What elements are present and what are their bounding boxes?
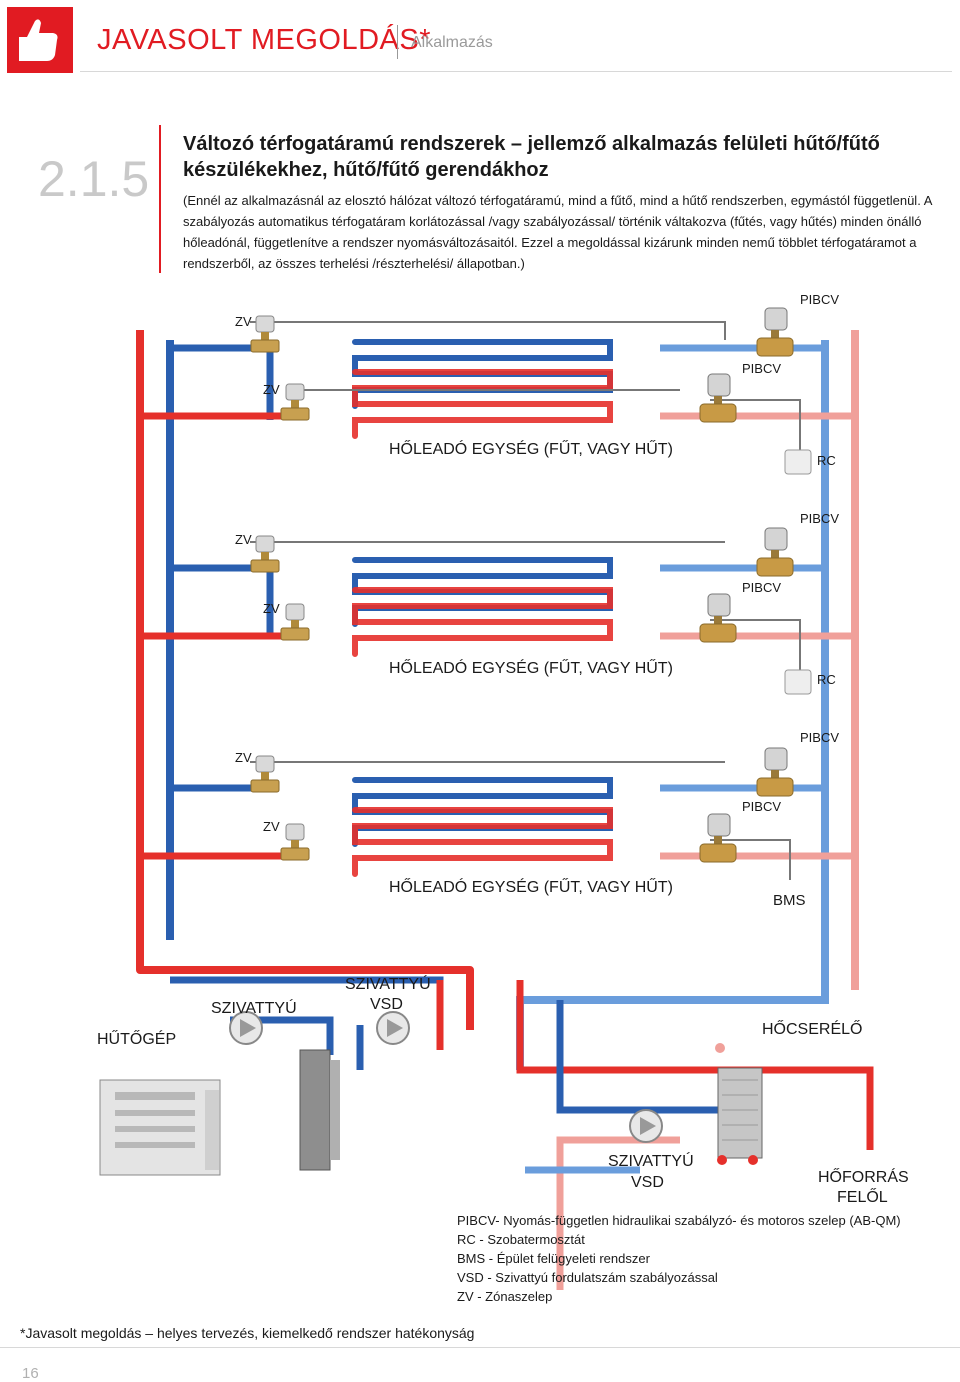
pump-label: SZIVATTYÚ <box>211 998 297 1017</box>
legend-item: RC - Szobatermosztát <box>457 1232 585 1247</box>
heat-source-label: HŐFORRÁS <box>818 1167 909 1186</box>
unit-label: HŐLEADÓ EGYSÉG (FŰT, VAGY HŰT) <box>389 877 673 896</box>
pump-vsd-2-label-2: VSD <box>631 1174 664 1191</box>
plant-room: HŰTŐGÉP SZIVATTYÚ SZIVATTYÚ VSD HŐCSERÉL… <box>97 974 909 1290</box>
pibcv-label: PIBCV <box>742 799 781 814</box>
pibcv-label: PIBCV <box>800 730 839 745</box>
unit-label: HŐLEADÓ EGYSÉG (FŰT, VAGY HŰT) <box>389 439 673 458</box>
header-separator <box>397 25 398 59</box>
footnote: *Javasolt megoldás – helyes tervezés, ki… <box>20 1325 475 1341</box>
header-title: JAVASOLT MEGOLDÁS* <box>97 24 432 56</box>
section-title: Változó térfogatáramú rendszerek – jelle… <box>183 133 880 181</box>
pibcv-label: PIBCV <box>800 511 839 526</box>
section-intro: (Ennél az alkalmazásnál az elosztó hálóz… <box>183 193 932 271</box>
header-divider <box>80 71 952 72</box>
unit-label: HŐLEADÓ EGYSÉG (FŰT, VAGY HŰT) <box>389 658 673 677</box>
footer-divider <box>0 1347 960 1348</box>
legend-item: ZV - Zónaszelep <box>457 1289 553 1304</box>
page-number: 16 <box>22 1365 39 1382</box>
zv-label: ZV <box>235 750 252 765</box>
pibcv-label: PIBCV <box>800 292 839 307</box>
section-accent-bar <box>159 125 161 273</box>
pump-vsd-label-2: VSD <box>370 996 403 1013</box>
header-subtitle: Alkalmazás <box>411 34 493 51</box>
legend-item: PIBCV- Nyomás-független hidraulikai szab… <box>457 1213 901 1228</box>
chiller-label: HŰTŐGÉP <box>97 1029 176 1048</box>
zv-label: ZV <box>235 532 252 547</box>
zv-label: ZV <box>263 601 280 616</box>
unit-1: ZV ZV PIBCV PIBCV RC HŐLEADÓ EGYSÉG (FŰT… <box>140 292 855 475</box>
unit-2: ZV ZV PIBCV PIBCV RC HŐLEADÓ EGYSÉG (FŰT… <box>140 511 855 695</box>
pump-vsd-label: SZIVATTYÚ <box>345 974 431 993</box>
zv-label: ZV <box>263 819 280 834</box>
pibcv-label: PIBCV <box>742 361 781 376</box>
legend-item: BMS - Épület felügyeleti rendszer <box>457 1251 650 1266</box>
heat-source-label-2: FELŐL <box>837 1187 888 1206</box>
legend-item: VSD - Szivattyú fordulatszám szabályozás… <box>457 1270 718 1285</box>
legend: PIBCV- Nyomás-független hidraulikai szab… <box>457 1211 901 1306</box>
thumbs-up-logo <box>7 7 73 73</box>
hydraulic-diagram: ZV ZV PIBCV PIBCV RC HŐLEADÓ EGYSÉG (FŰT… <box>0 280 960 1320</box>
zv-label: ZV <box>235 314 252 329</box>
zv-label: ZV <box>263 382 280 397</box>
bms-label: BMS <box>773 892 806 909</box>
rc-label: RC <box>817 453 836 468</box>
pibcv-label: PIBCV <box>742 580 781 595</box>
rc-label: RC <box>817 672 836 687</box>
heat-exchanger-label: HŐCSERÉLŐ <box>762 1019 862 1038</box>
section-number: 2.1.5 <box>38 151 150 207</box>
pump-vsd-2-label: SZIVATTYÚ <box>608 1151 694 1170</box>
unit-3: ZV ZV PIBCV PIBCV BMS HŐLEADÓ EGYSÉG (FŰ… <box>140 730 855 909</box>
